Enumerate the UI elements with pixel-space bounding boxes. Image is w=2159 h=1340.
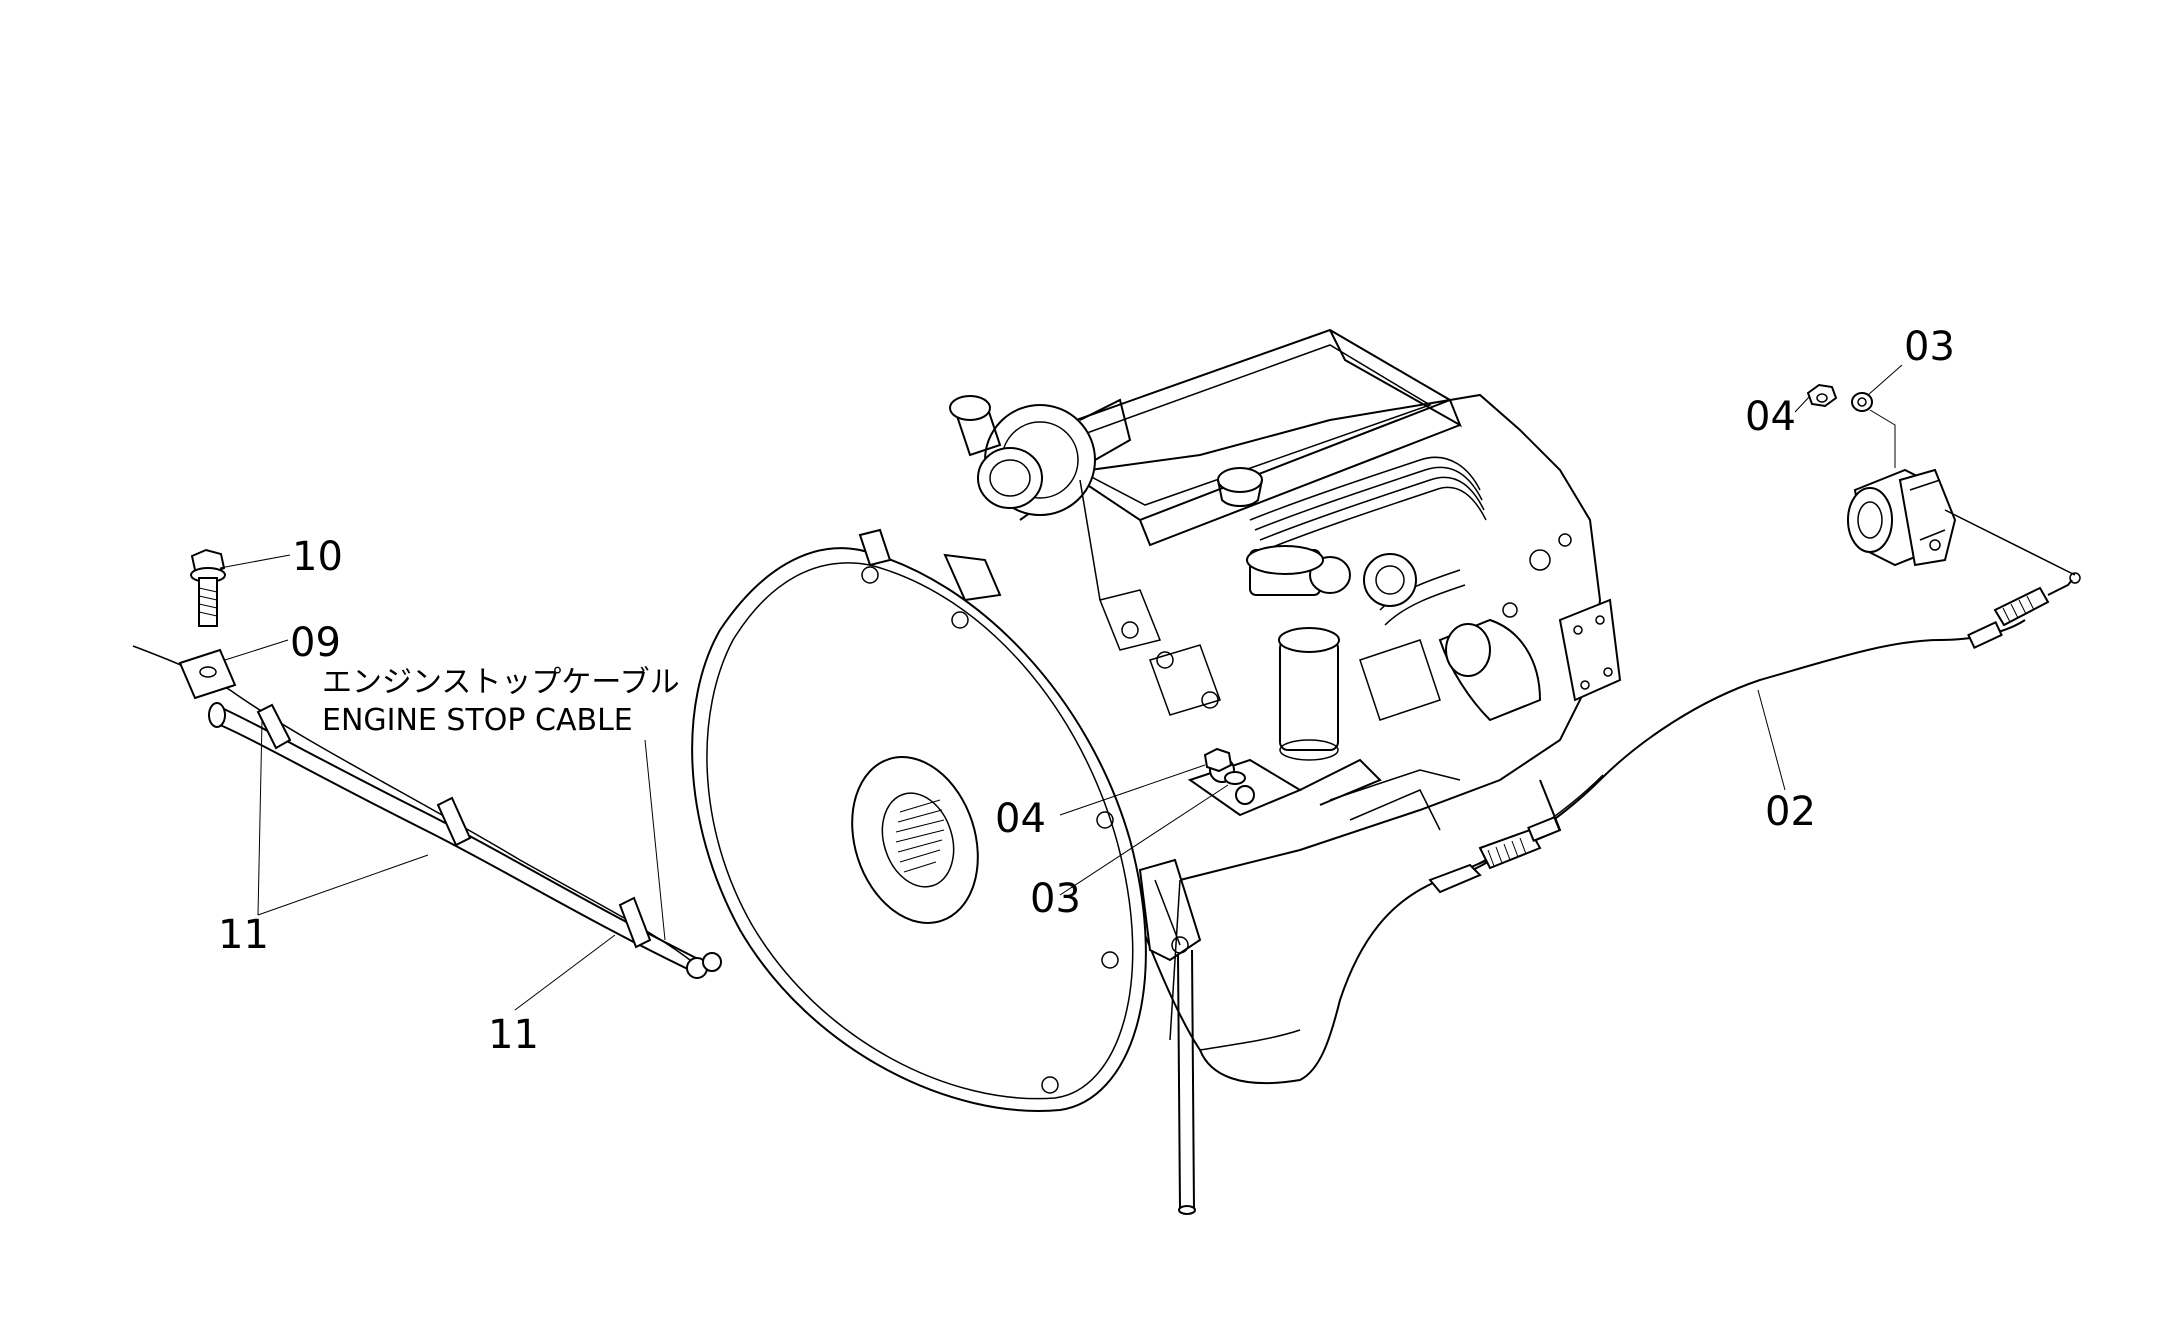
callout-11-lower: 11 xyxy=(488,1012,539,1058)
callout-09: 09 xyxy=(290,620,341,666)
stop-cable-bracket xyxy=(1806,383,2076,576)
callout-04-engine: 04 xyxy=(995,796,1046,842)
cable-harness-left xyxy=(132,548,722,979)
callout-03-engine: 03 xyxy=(1030,876,1081,922)
cable-caption: エンジンストップケーブル ENGINE STOP CABLE xyxy=(322,665,680,738)
engine-stop-cable xyxy=(1428,572,2081,894)
caption-japanese: エンジンストップケーブル xyxy=(322,665,680,700)
leader-lines xyxy=(219,364,1903,1011)
caption-english: ENGINE STOP CABLE xyxy=(322,703,633,738)
callout-04-bracket: 04 xyxy=(1745,394,1796,440)
callout-10: 10 xyxy=(292,534,343,580)
engine-drawing xyxy=(691,328,1622,1215)
callout-labels: 10 09 11 11 04 03 02 04 03 xyxy=(218,324,1955,1058)
callout-03-bracket: 03 xyxy=(1904,324,1955,370)
callout-11-left: 11 xyxy=(218,912,269,958)
callout-02: 02 xyxy=(1765,789,1816,835)
